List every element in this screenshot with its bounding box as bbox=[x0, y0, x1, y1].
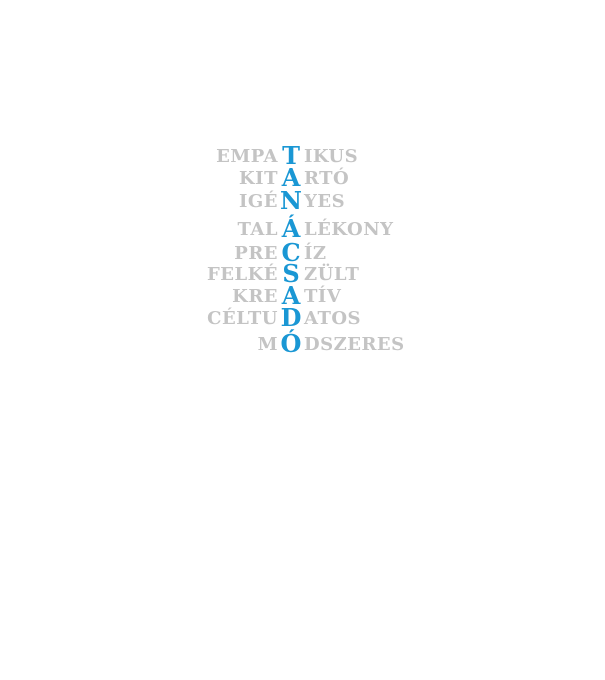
row-key-letter: N bbox=[280, 186, 302, 215]
row-prefix: CÉLTU bbox=[207, 308, 278, 329]
row-suffix: RTÓ bbox=[304, 168, 350, 189]
acrostic-row-celtudatos: CÉLTU D ATOS bbox=[0, 306, 605, 332]
row-prefix: KRE bbox=[232, 286, 278, 307]
row-suffix: DSZERES bbox=[304, 334, 405, 355]
row-suffix: ZÜLT bbox=[304, 264, 360, 285]
row-key-letter: S bbox=[282, 259, 300, 288]
row-key-letter: A bbox=[281, 281, 301, 310]
acrostic-row-felkeszult: FELKÉ S ZÜLT bbox=[0, 262, 605, 288]
row-suffix: ATOS bbox=[304, 308, 362, 329]
row-prefix: FELKÉ bbox=[206, 264, 278, 285]
row-key-letter: C bbox=[281, 238, 301, 267]
row-key-letter: D bbox=[280, 303, 302, 332]
row-key-letter: T bbox=[282, 141, 300, 170]
acrostic-row-kreativ: KRE A TÍV bbox=[0, 284, 605, 310]
row-prefix: KIT bbox=[239, 168, 278, 189]
row-suffix: TÍV bbox=[304, 286, 342, 307]
row-suffix: ÍZ bbox=[304, 243, 327, 264]
row-suffix: IKUS bbox=[304, 146, 359, 167]
row-suffix: YES bbox=[304, 191, 346, 212]
row-suffix: LÉKONY bbox=[304, 219, 394, 240]
row-prefix: TAL bbox=[237, 219, 278, 240]
row-key-letter: A bbox=[281, 163, 301, 192]
row-prefix: EMPA bbox=[216, 146, 278, 167]
acrostic-row-empatikus: EMPA T IKUS bbox=[0, 144, 605, 170]
acrostic-row-modszeres: M Ó DSZERES bbox=[0, 332, 605, 358]
acrostic-row-kitarto: KIT A RTÓ bbox=[0, 166, 605, 192]
row-prefix: PRE bbox=[234, 243, 278, 264]
row-prefix: M bbox=[257, 334, 278, 355]
row-key-letter: Á bbox=[281, 214, 301, 243]
acrostic-row-igenyes: IGÉ N YES bbox=[0, 189, 605, 215]
acrostic-row-talalekony: TAL Á LÉKONY bbox=[0, 217, 605, 243]
row-key-letter: Ó bbox=[280, 329, 302, 358]
acrostic-row-precíz: PRE C ÍZ bbox=[0, 241, 605, 267]
row-prefix: IGÉ bbox=[238, 191, 278, 212]
